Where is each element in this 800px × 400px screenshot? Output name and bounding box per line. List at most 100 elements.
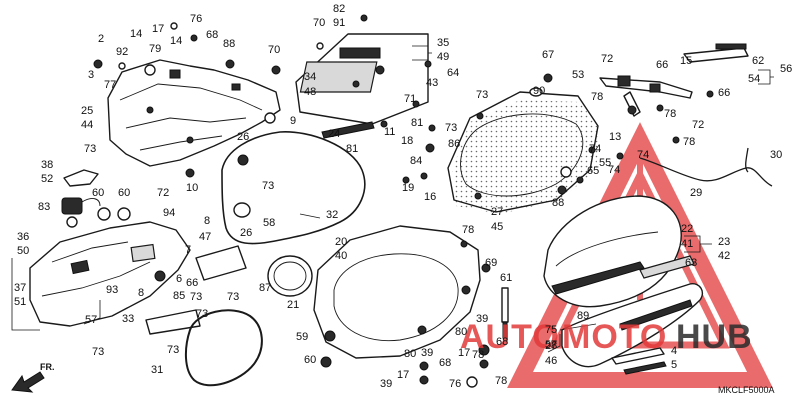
washer-60-b (117, 207, 131, 221)
front-cover-panel (29, 221, 191, 327)
callout-88: 88 (223, 38, 235, 50)
callout-78: 78 (591, 91, 603, 103)
callout-58: 58 (263, 217, 275, 229)
callout-47: 47 (199, 231, 211, 243)
lid-21 (267, 255, 313, 297)
callout-40: 40 (335, 250, 347, 262)
callout-52: 52 (41, 173, 53, 185)
callout-67: 67 (542, 49, 554, 61)
strip-4 (611, 347, 665, 365)
callout-81: 81 (411, 117, 423, 129)
callout-39: 39 (380, 378, 392, 390)
leader-lines (11, 45, 774, 353)
callout-32: 32 (326, 209, 338, 221)
front-arrow-label: FR. (40, 362, 55, 372)
callout-35: 35 (437, 37, 449, 49)
callout-66: 66 (718, 87, 730, 99)
callout-73: 73 (196, 308, 208, 320)
callout-44: 44 (81, 119, 93, 131)
watermark-text-moto: MOTO (562, 318, 667, 356)
callout-50: 50 (17, 245, 29, 257)
callout-11: 11 (384, 126, 395, 138)
callout-36: 36 (17, 231, 29, 243)
callout-37: 37 (14, 282, 26, 294)
callout-33: 33 (122, 313, 134, 325)
callout-74: 74 (637, 149, 649, 161)
callout-76: 76 (190, 13, 202, 25)
callout-60: 60 (92, 187, 104, 199)
catalog-code: MKCLF5000A (718, 385, 775, 395)
gas-strut-61 (501, 287, 509, 339)
watermark-text-hub: HUB (676, 318, 753, 356)
callout-25: 25 (81, 105, 93, 117)
callout-27: 27 (491, 206, 503, 218)
storage-box-27 (447, 91, 600, 214)
watermark-text-auto: AUTO (460, 318, 560, 356)
bracket-47 (195, 245, 247, 281)
callout-6: 6 (176, 273, 182, 285)
watermark-text: AUTO MOTO HUB (460, 318, 753, 356)
callout-61: 61 (500, 272, 512, 284)
callout-53: 53 (572, 69, 584, 81)
callout-55: 55 (599, 157, 611, 169)
callout-26: 26 (237, 131, 249, 143)
washer-90 (529, 87, 543, 97)
fastener-group-top-left (93, 22, 281, 178)
callout-28: 28 (545, 340, 557, 352)
callout-68: 68 (496, 336, 508, 348)
callout-78: 78 (683, 136, 695, 148)
callout-13: 13 (609, 131, 621, 143)
callout-15: 15 (680, 55, 692, 67)
lock-assembly-83 (61, 197, 101, 228)
callout-42: 42 (718, 250, 730, 262)
callout-29: 29 (690, 187, 702, 199)
callout-20: 20 (335, 236, 347, 248)
callout-80: 80 (455, 326, 467, 338)
fastener-group-center (380, 60, 714, 388)
callout-60: 60 (118, 187, 130, 199)
washer-60-a (97, 207, 111, 221)
callout-74: 74 (608, 164, 620, 176)
callout-69: 69 (485, 257, 497, 269)
callout-60: 60 (304, 354, 316, 366)
callout-57: 57 (85, 314, 97, 326)
callout-18: 18 (401, 135, 413, 147)
callout-78: 78 (472, 349, 484, 361)
callout-19: 19 (402, 182, 414, 194)
callout-17: 17 (152, 23, 164, 35)
callout-38: 38 (41, 159, 53, 171)
callout-72: 72 (692, 119, 704, 131)
grommet-58 (233, 202, 251, 218)
callout-9: 9 (290, 115, 296, 127)
callout-73: 73 (84, 143, 96, 155)
callout-30: 30 (770, 149, 782, 161)
callout-54: 54 (748, 73, 760, 85)
callout-83: 83 (38, 201, 50, 213)
compartment-body-20 (313, 225, 481, 368)
seal-31 (184, 309, 263, 387)
latch-mechanism-box (295, 14, 429, 125)
callout-23: 23 (718, 236, 730, 248)
callout-66: 66 (656, 59, 668, 71)
callout-87: 87 (259, 282, 271, 294)
callout-73: 73 (262, 180, 274, 192)
callout-17: 17 (397, 369, 409, 381)
callout-78: 78 (495, 375, 507, 387)
strip-62 (683, 47, 749, 63)
callout-90: 90 (533, 85, 545, 97)
callout-74: 74 (589, 143, 601, 155)
callout-21: 21 (287, 299, 299, 311)
cable-harness-29 (639, 157, 773, 187)
callout-91: 91 (333, 17, 345, 29)
callout-85: 85 (173, 290, 185, 302)
frame-body-upper (107, 59, 281, 167)
callout-26: 26 (240, 227, 252, 239)
callout-73: 73 (476, 89, 488, 101)
callout-65: 65 (587, 165, 599, 177)
callout-72: 72 (157, 187, 169, 199)
callout-73: 73 (92, 346, 104, 358)
callout-68: 68 (439, 357, 451, 369)
callout-43: 43 (426, 77, 438, 89)
